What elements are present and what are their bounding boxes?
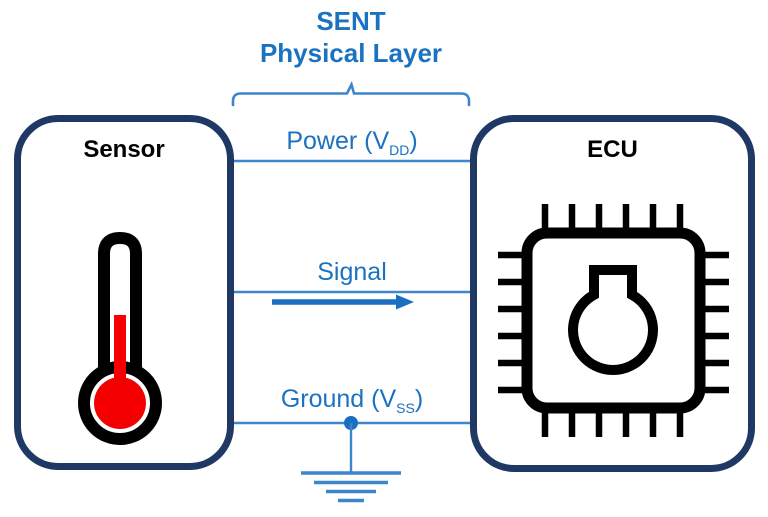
ground-label-subscript: SS <box>396 400 415 416</box>
sensor-block-label: Sensor <box>83 136 165 163</box>
title-line1: SENT <box>316 6 386 36</box>
earth-ground-symbol <box>301 416 401 503</box>
power-label-text: Power (V <box>286 127 390 155</box>
signal-wire-label: Signal <box>317 258 387 286</box>
brace-icon <box>231 80 471 107</box>
chip-core-glyph <box>568 265 658 375</box>
title-line2: Physical Layer <box>259 38 443 68</box>
thermometer-icon <box>78 231 162 445</box>
power-label-subscript: DD <box>389 142 410 158</box>
diagram-title: SENT Physical Layer <box>211 5 491 69</box>
ground-label-close: ) <box>414 385 424 413</box>
ground-label-text: Ground (V <box>280 385 397 413</box>
power-wire-label: Power (VDD) <box>232 127 472 158</box>
ground-wire-label: Ground (VSS) <box>232 385 472 416</box>
right-arrow-icon <box>272 294 414 310</box>
power-label-close: ) <box>409 127 418 155</box>
ecu-block-label: ECU <box>587 136 638 163</box>
chip-icon <box>498 204 729 437</box>
